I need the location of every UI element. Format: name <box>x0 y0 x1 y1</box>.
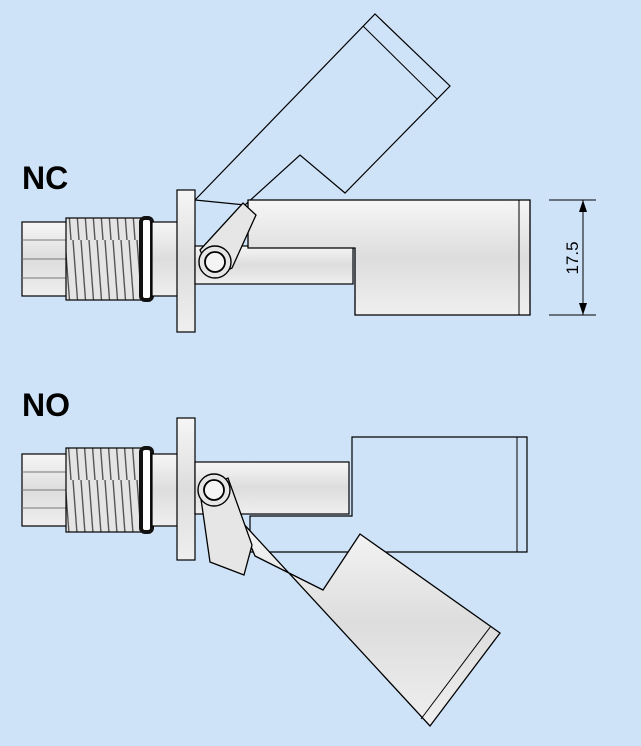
dimension-label: 17.5 <box>563 241 582 274</box>
no-float <box>239 519 501 728</box>
nc-height-dimension: 17.5 <box>549 199 596 316</box>
nc-flange <box>176 189 196 333</box>
no-assembly: NO <box>21 387 528 728</box>
no-label: NO <box>22 387 70 423</box>
nc-shank <box>151 221 179 297</box>
nc-float <box>247 199 531 316</box>
no-o-ring <box>139 446 154 534</box>
nc-thread <box>65 217 143 301</box>
nc-assembly: NC 17.5 <box>21 13 596 333</box>
no-thread <box>65 447 143 533</box>
no-shank <box>151 453 179 527</box>
no-flange <box>176 417 196 561</box>
nc-float-alt-position <box>193 13 451 206</box>
nc-o-ring <box>139 216 154 302</box>
nc-label: NC <box>22 160 68 196</box>
